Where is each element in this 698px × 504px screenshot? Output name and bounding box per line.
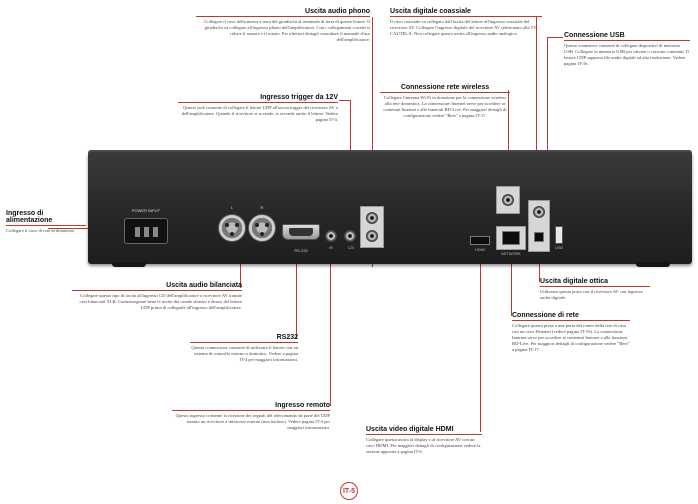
callout-title: Connessione USB	[564, 32, 690, 41]
xlr-pin	[255, 223, 259, 227]
remote-ir-jack[interactable]	[325, 230, 337, 242]
callout-hdmi: Uscita video digitale HDMI Collegare que…	[366, 426, 482, 455]
callout-balanced: Uscita audio bilanciata Collegare questo…	[72, 282, 242, 311]
leader-usb-h	[547, 37, 563, 38]
phono-jack-bottom[interactable]	[366, 230, 378, 242]
callout-title: Connessione rete wireless	[380, 84, 510, 93]
callout-text: Questa connessione consente di utilizzar…	[191, 345, 298, 362]
leader-power	[48, 228, 126, 229]
lan-label: NETWORK	[501, 252, 521, 256]
leader-usb-v	[547, 37, 548, 213]
callout-remote: Ingresso remoto Questo ingresso consente…	[172, 402, 330, 431]
callout-text: Collegare l'antenna Wi-Fi in dotazione p…	[383, 95, 507, 118]
leader-hdmi	[480, 252, 481, 432]
leader-network	[511, 254, 512, 316]
power-pin	[144, 227, 149, 237]
power-pin	[135, 227, 140, 237]
xlr-pin	[230, 232, 234, 236]
xlr-left-output[interactable]	[218, 214, 246, 242]
xlr-right-output[interactable]	[248, 214, 276, 242]
callout-title: Uscita audio phono	[196, 8, 370, 17]
callout-text: Il cavo coassiale va collegato dall'usci…	[390, 19, 538, 36]
callout-text: Collegare il cavo di rete in dotazione.	[6, 228, 76, 233]
power-input-label: POWER INPUT	[131, 208, 161, 213]
ir-label: IR	[329, 246, 333, 250]
leader-rs232	[296, 240, 297, 338]
device-foot-right	[636, 262, 670, 267]
callout-coaxial: Uscita digitale coassiale Il cavo coassi…	[390, 8, 542, 37]
callout-network: Connessione di rete Collegare questa pre…	[512, 312, 630, 353]
page-number-badge: IT-5	[340, 482, 358, 500]
xlr-left-label: L	[230, 205, 234, 210]
callout-text: Collegare questo tipo di uscita all'ingr…	[79, 293, 242, 310]
callout-title: Ingresso remoto	[172, 402, 330, 411]
leader-audio-phono	[372, 17, 373, 267]
leader-optical	[539, 248, 540, 282]
usb-port[interactable]	[555, 226, 563, 244]
coaxial-output-jack[interactable]	[533, 206, 545, 218]
wifi-antenna-connector[interactable]	[502, 194, 514, 206]
callout-title: Uscita digitale ottica	[540, 278, 650, 287]
callout-text: Collegare questa presa a una porta del r…	[512, 323, 630, 352]
callout-title: Ingresso di alimentazione	[6, 210, 86, 226]
callout-text: Collegare il cavo della messa a terra de…	[204, 19, 370, 42]
leader-trigger-h	[339, 100, 351, 101]
callout-usb: Connessione USB Questo connettore consen…	[564, 32, 690, 67]
usb-label: USB	[555, 246, 563, 250]
callout-power: Ingresso di alimentazione Collegare il c…	[6, 210, 86, 234]
callout-title: RS232	[190, 334, 298, 343]
callout-title: Uscita digitale coassiale	[390, 8, 542, 17]
leader-coaxial	[536, 17, 537, 209]
hdmi-port[interactable]	[470, 236, 490, 245]
trigger-12v-jack[interactable]	[344, 230, 356, 242]
xlr-right-label: R	[260, 205, 264, 210]
player-rear-panel	[88, 152, 692, 264]
callout-text: Collegare questa uscita al display o al …	[366, 437, 481, 454]
callout-title: Ingresso trigger da 12V	[178, 94, 338, 103]
rs232-label: RS-232	[294, 248, 308, 253]
power-socket[interactable]	[124, 218, 168, 244]
callout-text: Questo ingresso consente la ricezione de…	[175, 413, 330, 430]
callout-title: Connessione di rete	[512, 312, 630, 321]
hdmi-label: HDMI	[475, 248, 485, 252]
leader-balanced	[240, 244, 241, 288]
xlr-pin	[225, 223, 229, 227]
callout-title: Uscita video digitale HDMI	[366, 426, 482, 435]
trigger-label: 12V	[347, 246, 355, 250]
leader-remote	[330, 250, 331, 406]
power-pin	[153, 227, 158, 237]
optical-output-port[interactable]	[534, 232, 544, 242]
callout-text: Utilizzare questa porta con il ricevitor…	[540, 289, 643, 300]
callout-audio-phono: Uscita audio phono Collegare il cavo del…	[196, 8, 370, 43]
device-foot-left	[112, 262, 146, 267]
callout-trigger: Ingresso trigger da 12V Questo jack cons…	[178, 94, 338, 123]
xlr-pin	[235, 223, 239, 227]
callout-title: Uscita audio bilanciata	[72, 282, 242, 291]
rs232-pins	[289, 228, 313, 236]
ethernet-port[interactable]	[502, 231, 520, 245]
xlr-pin	[260, 232, 264, 236]
callout-text: Questo jack consente di collegare il let…	[181, 105, 338, 122]
callout-wireless: Connessione rete wireless Collegare l'an…	[380, 84, 510, 119]
page-number: IT-5	[342, 487, 356, 495]
callout-rs232: RS232 Questa connessione consente di uti…	[190, 334, 298, 363]
callout-text: Questo connettore consente di collegare …	[564, 43, 689, 66]
phono-jack-top[interactable]	[366, 212, 378, 224]
rs232-port[interactable]	[282, 224, 320, 240]
callout-optical: Uscita digitale ottica Utilizzare questa…	[540, 278, 650, 301]
xlr-pin	[265, 223, 269, 227]
